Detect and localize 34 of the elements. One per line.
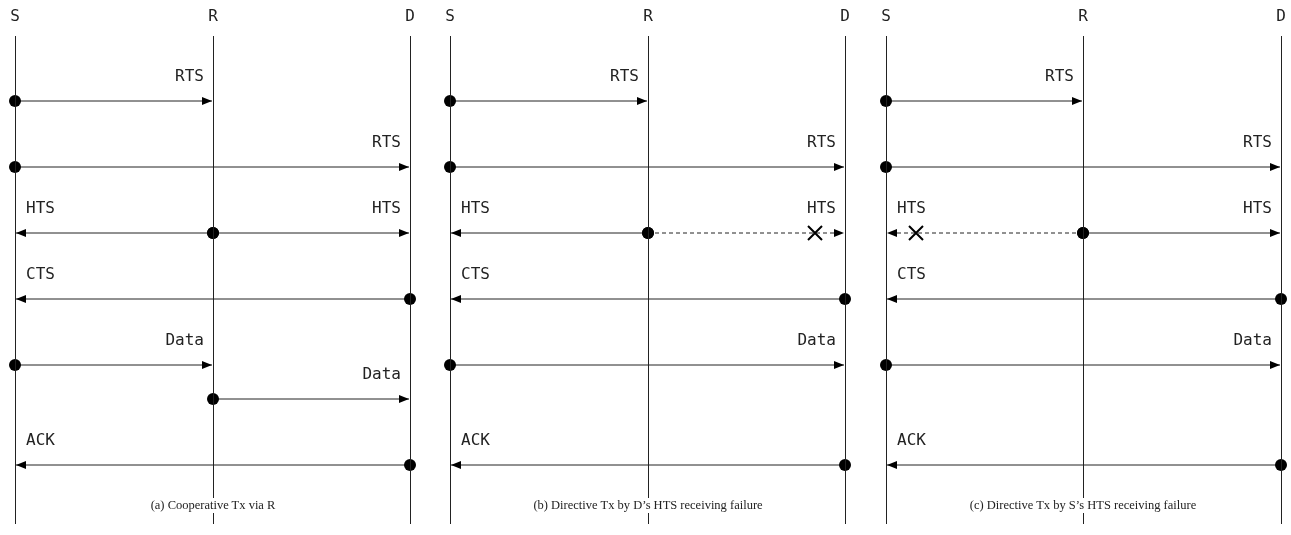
message-arrow [886, 459, 1287, 471]
message-arrow [1077, 227, 1281, 239]
message-arrow [880, 161, 1281, 173]
lifeline-label: D [1276, 6, 1286, 26]
message-arrow [15, 293, 416, 305]
message-arrow [886, 293, 1287, 305]
lifeline-label: S [10, 6, 20, 26]
lifeline-label: S [881, 6, 891, 26]
lifeline-label: S [445, 6, 455, 26]
lifeline [443, 6, 457, 524]
lifeline-label: R [208, 6, 218, 26]
message-arrow [15, 459, 416, 471]
lifeline-label: R [643, 6, 653, 26]
message-arrow [880, 359, 1281, 371]
lifeline [8, 6, 22, 524]
lifeline [838, 6, 852, 524]
message-arrow [207, 393, 410, 405]
message-arrow [444, 359, 845, 371]
message-arrow [207, 227, 410, 239]
message-arrow [9, 359, 213, 371]
lifeline-label: D [405, 6, 415, 26]
message-arrow [880, 95, 1083, 107]
message-arrow [450, 459, 851, 471]
lifeline [879, 6, 893, 524]
message-arrow [444, 161, 845, 173]
message-arrow [450, 293, 851, 305]
message-arrow [9, 95, 213, 107]
lifeline-label: D [840, 6, 850, 26]
lifeline [403, 6, 417, 524]
message-arrow [9, 161, 410, 173]
message-arrow [642, 227, 845, 239]
message-arrow [444, 95, 648, 107]
lifeline [1274, 6, 1288, 524]
lifeline-label: R [1078, 6, 1088, 26]
